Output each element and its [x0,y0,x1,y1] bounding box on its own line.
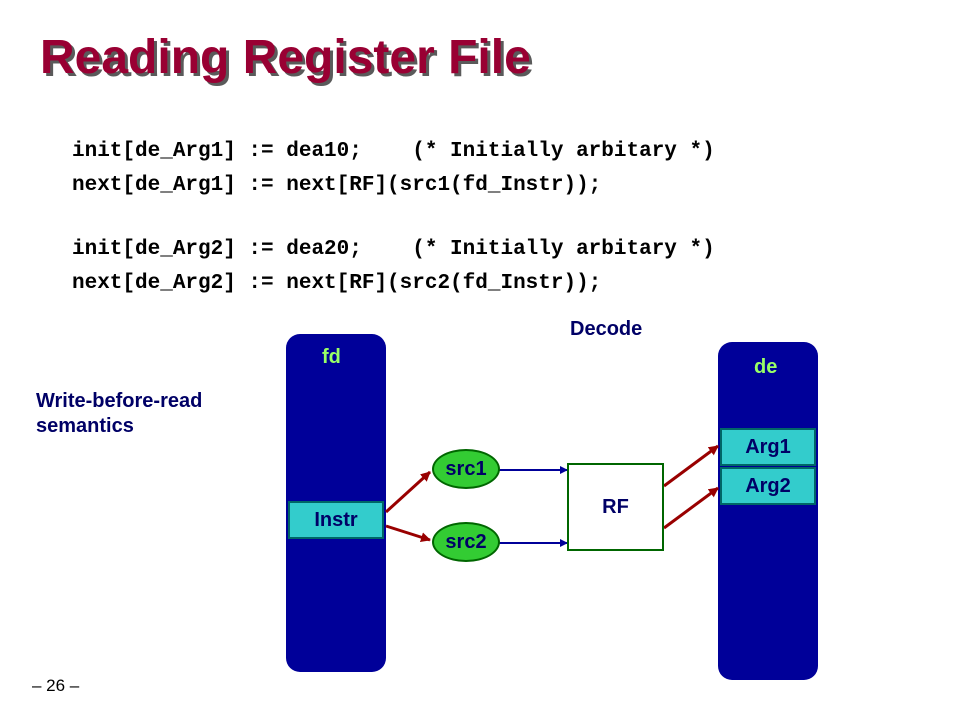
wire-rf-to-arg2 [663,486,719,530]
wire-rf-to-arg1 [663,444,719,488]
instr-register: Instr [288,501,384,539]
arg1-register: Arg1 [720,428,816,466]
de-stage-label: de [754,356,778,378]
register-file-box: RF [567,463,664,551]
decode-label: Decode [570,318,643,340]
code-line-1: init[de_Arg1] := dea10; (* Initially arb… [72,140,715,163]
semantics-note-line1: Write-before-read [36,390,203,412]
code-line-4: next[de_Arg2] := next[RF](src2(fd_Instr)… [72,272,602,295]
code-line-2: next[de_Arg1] := next[RF](src1(fd_Instr)… [72,174,602,197]
semantics-note-line2: semantics [36,415,134,437]
src2-function: src2 [432,522,500,562]
src1-function: src1 [432,449,500,489]
code-line-3: init[de_Arg2] := dea20; (* Initially arb… [72,238,715,261]
arg2-register: Arg2 [720,467,816,505]
de-stage [718,342,818,680]
wire-instr-to-src2 [385,524,431,543]
page-number: – 26 – [32,676,80,695]
fd-stage-label: fd [322,346,341,368]
slide-title: Reading Register File [40,31,531,84]
wire-instr-to-src1 [384,470,432,514]
